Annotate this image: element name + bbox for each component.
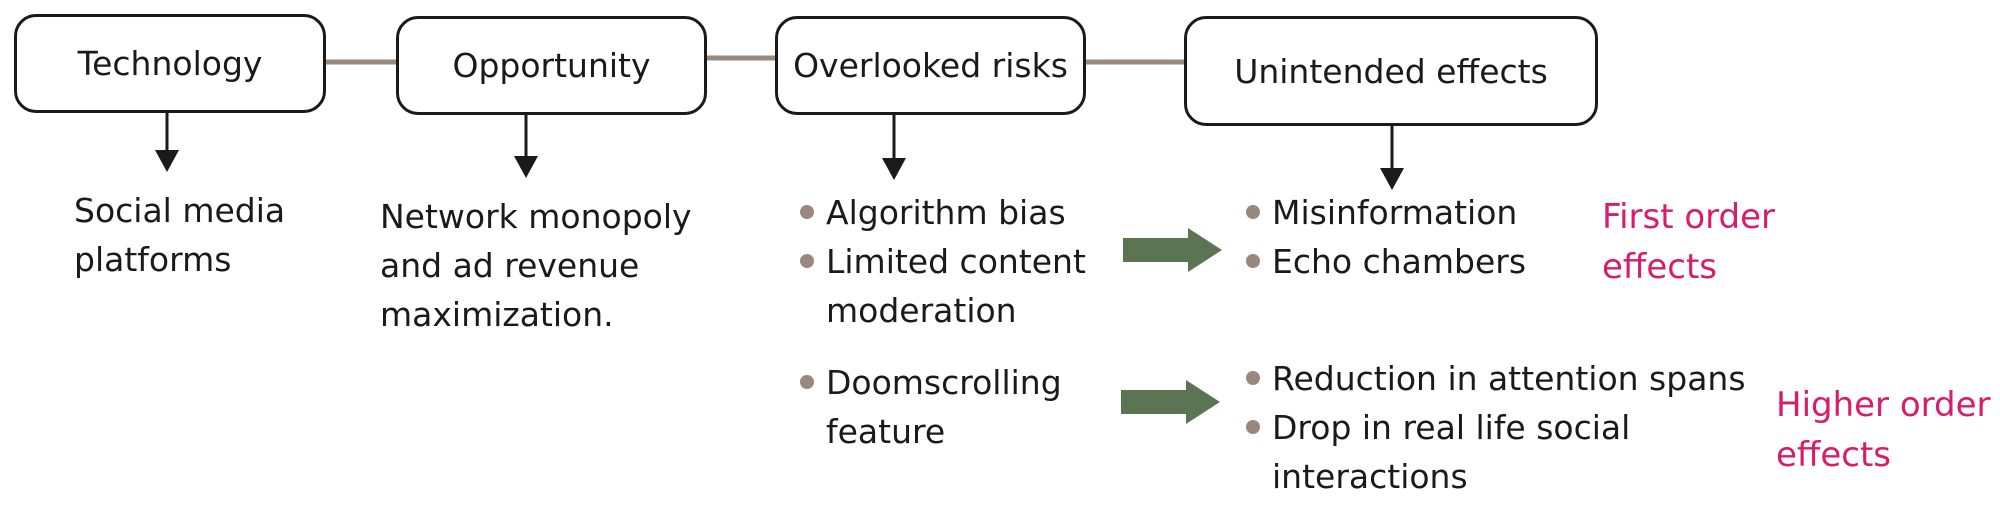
first-order-label: First order effects bbox=[1602, 192, 1775, 292]
node-technology: Technology bbox=[14, 14, 326, 113]
arrow-effects-head bbox=[1380, 168, 1404, 190]
risk-item-line: Limited content bbox=[826, 242, 1086, 281]
effect-item-line: Echo chambers bbox=[1272, 242, 1527, 281]
node-overlooked-risks: Overlooked risks bbox=[775, 16, 1086, 115]
effect-item: Misinformation bbox=[1246, 188, 1526, 237]
effect-item-line: Drop in real life social bbox=[1272, 408, 1631, 447]
risk-item-line: feature bbox=[826, 412, 946, 451]
higher-order-label-line: Higher order bbox=[1776, 385, 1991, 425]
risks-list-first: Algorithm bias Limited content moderatio… bbox=[800, 188, 1086, 335]
higher-order-label-line: effects bbox=[1776, 435, 1891, 475]
technology-detail-line: platforms bbox=[74, 240, 232, 279]
effect-item-line: Reduction in attention spans bbox=[1272, 359, 1746, 398]
higher-order-effects-list: Reduction in attention spans Drop in rea… bbox=[1246, 354, 1746, 501]
risk-item-line: Doomscrolling bbox=[826, 363, 1062, 402]
first-order-effects-list: Misinformation Echo chambers bbox=[1246, 188, 1526, 286]
opportunity-detail: Network monopoly and ad revenue maximiza… bbox=[380, 192, 692, 339]
risk-item-line: moderation bbox=[826, 291, 1017, 330]
risk-item: Limited content moderation bbox=[800, 237, 1086, 335]
arrow-technology-head bbox=[155, 150, 179, 172]
arrow-opportunity-head bbox=[514, 156, 538, 178]
risk-item: Doomscrolling feature bbox=[800, 358, 1062, 456]
opportunity-detail-line: maximization. bbox=[380, 295, 614, 334]
effect-item: Echo chambers bbox=[1246, 237, 1526, 286]
technology-detail-line: Social media bbox=[74, 191, 286, 230]
technology-detail: Social media platforms bbox=[74, 186, 285, 284]
risks-list-second: Doomscrolling feature bbox=[800, 358, 1062, 456]
node-unintended-effects: Unintended effects bbox=[1184, 16, 1598, 126]
effect-item-line: Misinformation bbox=[1272, 193, 1518, 232]
higher-order-label: Higher order effects bbox=[1776, 380, 1991, 480]
flow-arrow-first-order bbox=[1123, 228, 1222, 272]
risk-item-line: Algorithm bias bbox=[826, 193, 1066, 232]
arrow-risks-head bbox=[882, 158, 906, 180]
flow-arrow-higher-order bbox=[1121, 380, 1220, 424]
effect-item: Drop in real life social interactions bbox=[1246, 403, 1746, 501]
node-opportunity: Opportunity bbox=[396, 16, 707, 115]
effect-item-line: interactions bbox=[1272, 457, 1468, 496]
opportunity-detail-line: Network monopoly bbox=[380, 197, 692, 236]
first-order-label-line: First order bbox=[1602, 197, 1776, 237]
opportunity-detail-line: and ad revenue bbox=[380, 246, 640, 285]
first-order-label-line: effects bbox=[1602, 247, 1717, 287]
risk-item: Algorithm bias bbox=[800, 188, 1086, 237]
effect-item: Reduction in attention spans bbox=[1246, 354, 1746, 403]
